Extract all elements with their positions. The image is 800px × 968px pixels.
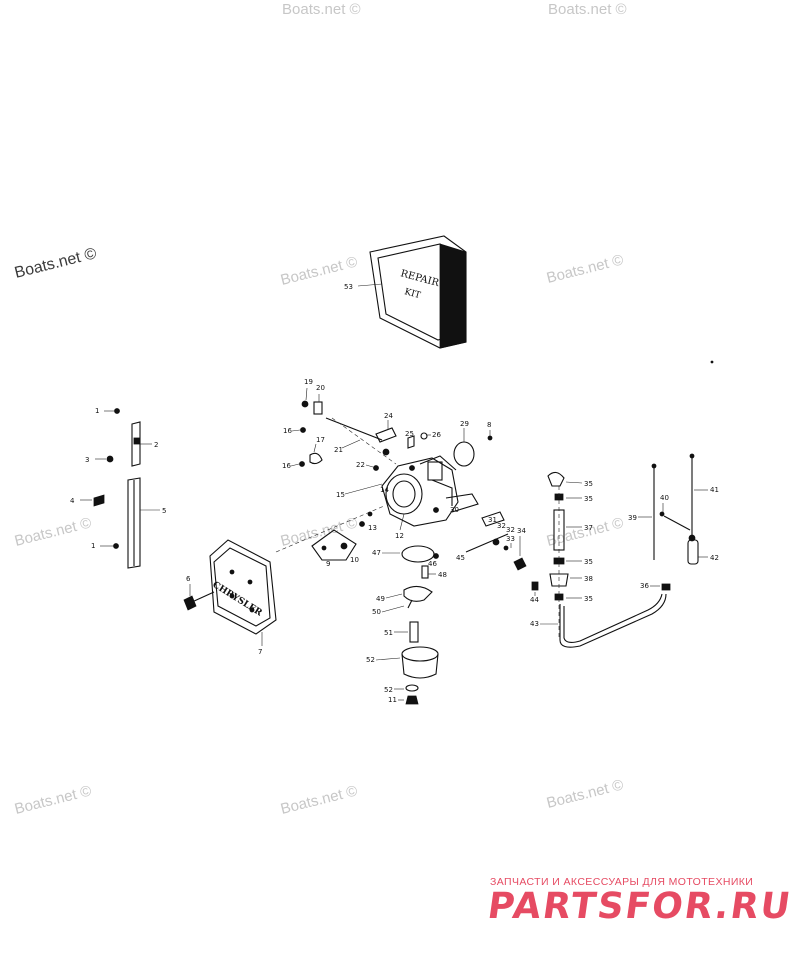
callout-31: 32 (497, 522, 506, 530)
watermark: Boats.net © (545, 776, 625, 812)
callout-38: 39 (628, 514, 637, 522)
float-bowl-assembly (401, 545, 439, 705)
callout-10: 10 (350, 556, 359, 564)
callout-50: 51 (384, 629, 393, 637)
callout-12: 12 (395, 532, 404, 540)
callout-22: 22 (356, 461, 365, 469)
callout-6: 6 (186, 575, 191, 583)
callout-44: 45 (456, 554, 465, 562)
callout-29: 30 (450, 506, 459, 514)
callout-7: 7 (258, 648, 262, 656)
callout-23: 24 (384, 412, 393, 420)
callout-16: 16 (283, 427, 292, 435)
footer-logo: PARTSFOR.RU (485, 886, 795, 927)
callout-43: 44 (530, 596, 539, 604)
callout-45: 46 (428, 560, 437, 568)
repair-kit-box: REPAIR KIT (369, 235, 467, 349)
callout-11: 11 (388, 696, 397, 704)
callout-40: 41 (710, 486, 719, 494)
throttle-plate (311, 529, 357, 561)
callout-53: 53 (344, 283, 353, 291)
callout-15: 15 (336, 491, 345, 499)
callout-26: 29 (460, 420, 469, 428)
callout-5: 5 (162, 507, 166, 515)
repair-kit-label-line2: KIT (403, 287, 421, 301)
callout-20: 20 (316, 384, 325, 392)
watermark: Boats.net © (545, 251, 625, 287)
watermark: Boats.net © (13, 514, 93, 550)
callout-35b: 35 (584, 558, 593, 566)
cover-screw (183, 591, 215, 611)
watermark: Boats.net © (279, 782, 359, 818)
watermark: Boats.net © (545, 514, 625, 550)
callout-13: 13 (368, 524, 377, 532)
air-silencer-cover: CHRYSLER (209, 539, 277, 635)
callout-33: 34 (517, 527, 526, 535)
watermark: Boats.net © (279, 514, 359, 550)
float-bowl-linkage (433, 511, 527, 571)
callout-41: 42 (710, 554, 719, 562)
callout-37: 38 (584, 575, 593, 583)
callout-9b: 9 (326, 560, 330, 568)
callout-4: 4 (70, 497, 75, 505)
watermark: Boats.net © (548, 1, 627, 18)
callout-35: 35 (584, 495, 593, 503)
callout-52: 52 (384, 686, 393, 694)
callout-21: 21 (334, 446, 343, 454)
callout-3: 3 (85, 456, 89, 464)
callout-25: 26 (432, 431, 441, 439)
watermark: Boats.net © (13, 782, 93, 818)
repair-kit-label-line1: REPAIR (399, 268, 440, 289)
callout-30: 31 (488, 516, 497, 524)
callout-46: 47 (372, 549, 381, 557)
callout-24: 25 (405, 430, 414, 438)
cover-brand-label: CHRYSLER (210, 580, 264, 619)
callout-34: 35 (584, 480, 593, 488)
callout-39: 40 (660, 494, 669, 502)
callout-35d: 36 (640, 582, 649, 590)
watermark-primary: Boats.net © (13, 245, 99, 282)
watermark: Boats.net © (282, 1, 361, 18)
throttle-shaft-parts (299, 400, 397, 527)
callout-32b: 33 (506, 535, 515, 543)
callout-49: 50 (372, 608, 381, 616)
callout-2: 2 (154, 441, 158, 449)
callout-36: 37 (584, 524, 593, 532)
callout-35c: 35 (584, 595, 593, 603)
callout-19: 19 (304, 378, 313, 386)
choke-linkage-left (80, 408, 141, 569)
callout-42: 43 (530, 620, 539, 628)
callout-9: 8 (487, 421, 491, 429)
callout-47: 48 (438, 571, 447, 579)
fuel-line-assembly (531, 471, 671, 648)
choke-rod-right (651, 453, 699, 565)
callout-16b: 16 (282, 462, 291, 470)
footer-tagline: ЗАПЧАСТИ И АКСЕССУАРЫ ДЛЯ МОТОТЕХНИКИ (490, 876, 754, 888)
callout-32: 32 (506, 526, 515, 534)
callout-51: 52 (366, 656, 375, 664)
callout-1: 1 (95, 407, 99, 415)
callout-1b: 1 (91, 542, 95, 550)
callout-17: 17 (316, 436, 325, 444)
callout-14: 14 (380, 486, 389, 494)
carburetor-body (381, 455, 479, 527)
callout-48: 49 (376, 595, 385, 603)
